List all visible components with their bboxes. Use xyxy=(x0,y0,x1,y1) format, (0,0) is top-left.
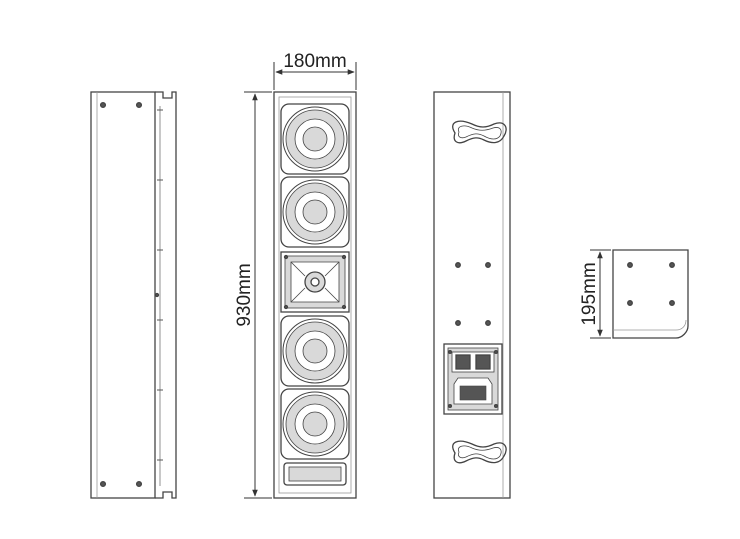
mount-insert xyxy=(627,262,633,268)
woofer-3 xyxy=(280,315,350,387)
woofer-1 xyxy=(280,103,350,175)
mount-insert xyxy=(627,300,633,306)
woofer-2 xyxy=(280,176,350,248)
width-label: 180mm xyxy=(283,51,346,72)
height-dimension xyxy=(244,91,272,499)
woofer-4 xyxy=(280,388,350,460)
rear-view-cabinet xyxy=(433,91,511,499)
speakon-connector-icon xyxy=(455,354,471,370)
mount-insert xyxy=(455,320,461,326)
mount-insert xyxy=(455,262,461,268)
side-view-cabinet xyxy=(90,91,156,499)
top-view-outline xyxy=(612,249,689,339)
speakon-connector-icon xyxy=(475,354,491,370)
side-view-grille-edge xyxy=(155,91,177,499)
mount-insert xyxy=(669,300,675,306)
depth-dimension xyxy=(590,249,611,339)
screw-icon xyxy=(135,101,143,109)
screw-icon xyxy=(99,101,107,109)
bottom-handle xyxy=(452,440,507,464)
height-label: 930mm xyxy=(234,263,255,326)
side-view xyxy=(90,91,177,499)
rear-view xyxy=(433,91,511,499)
top-handle xyxy=(452,120,507,144)
top-view xyxy=(612,249,689,339)
mount-insert xyxy=(485,262,491,268)
width-dimension xyxy=(273,62,357,90)
front-view-cabinet xyxy=(273,91,357,499)
screw-icon xyxy=(135,480,143,488)
bass-port xyxy=(283,462,347,486)
mount-insert xyxy=(669,262,675,268)
mount-insert xyxy=(485,320,491,326)
screw-icon xyxy=(99,480,107,488)
depth-label: 195mm xyxy=(579,262,600,325)
connector-plate xyxy=(443,343,503,415)
front-view xyxy=(273,91,357,499)
tweeter-horn xyxy=(280,251,350,313)
